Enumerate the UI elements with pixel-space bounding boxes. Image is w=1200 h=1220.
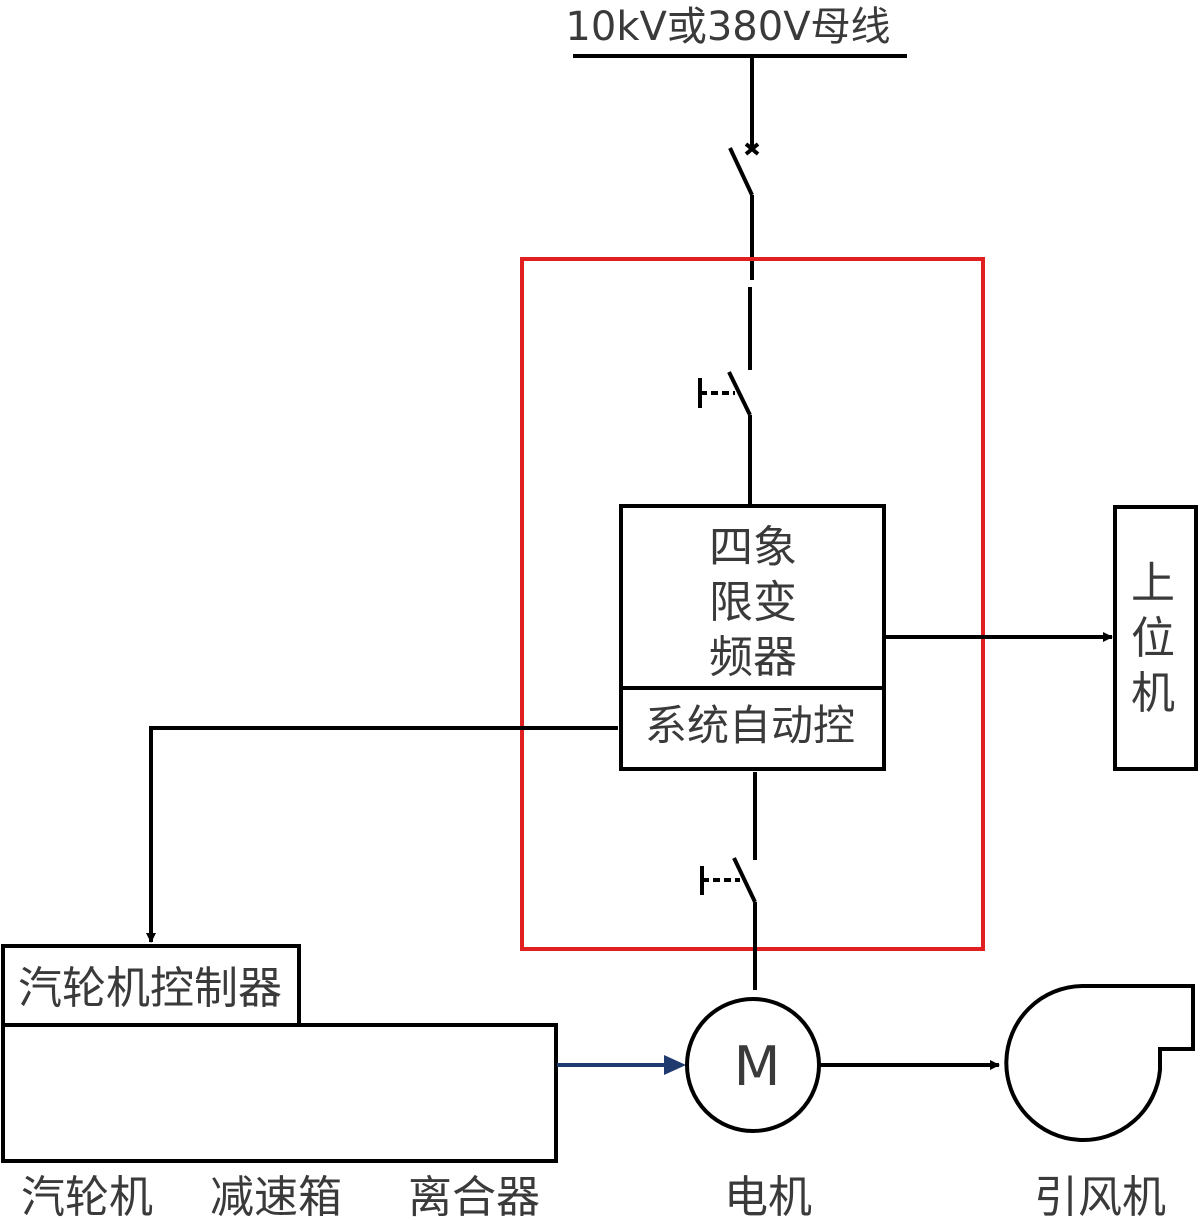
host-computer-label-1: 上 bbox=[1131, 558, 1175, 609]
inverter-label-line3: 频器 bbox=[709, 632, 797, 683]
host-computer-label-3: 机 bbox=[1131, 668, 1175, 719]
inverter-label-line1: 四象 bbox=[709, 522, 797, 573]
turbine-train-box bbox=[1, 1023, 558, 1163]
turbine-controller-box bbox=[1, 944, 301, 1028]
host-computer-label-2: 位 bbox=[1131, 613, 1175, 664]
bus-label: 10kV或380V母线 bbox=[565, 4, 890, 50]
label-motor: 电机 bbox=[724, 1172, 812, 1220]
turbine-controller-label: 汽轮机控制器 bbox=[18, 963, 282, 1014]
label-turbine: 汽轮机 bbox=[21, 1172, 153, 1220]
shaft-arrow-head bbox=[664, 1055, 686, 1075]
label-gearbox: 减速箱 bbox=[210, 1172, 342, 1220]
inverter-label-line2: 限变 bbox=[709, 577, 797, 628]
label-fan: 引风机 bbox=[1034, 1172, 1166, 1220]
input-switch bbox=[698, 287, 752, 505]
motor-symbol bbox=[685, 997, 821, 1133]
arrow-to-turbine-controller bbox=[146, 726, 618, 943]
label-clutch: 离合器 bbox=[408, 1172, 540, 1220]
main-breaker bbox=[728, 58, 760, 280]
inverter-cabinet-frame bbox=[520, 257, 985, 951]
control-system-label: 系统自动控 bbox=[645, 701, 855, 750]
host-computer-box bbox=[1113, 505, 1198, 771]
fan-symbol bbox=[1004, 984, 1195, 1142]
output-switch bbox=[700, 772, 757, 990]
motor-letter: M bbox=[734, 1035, 781, 1098]
